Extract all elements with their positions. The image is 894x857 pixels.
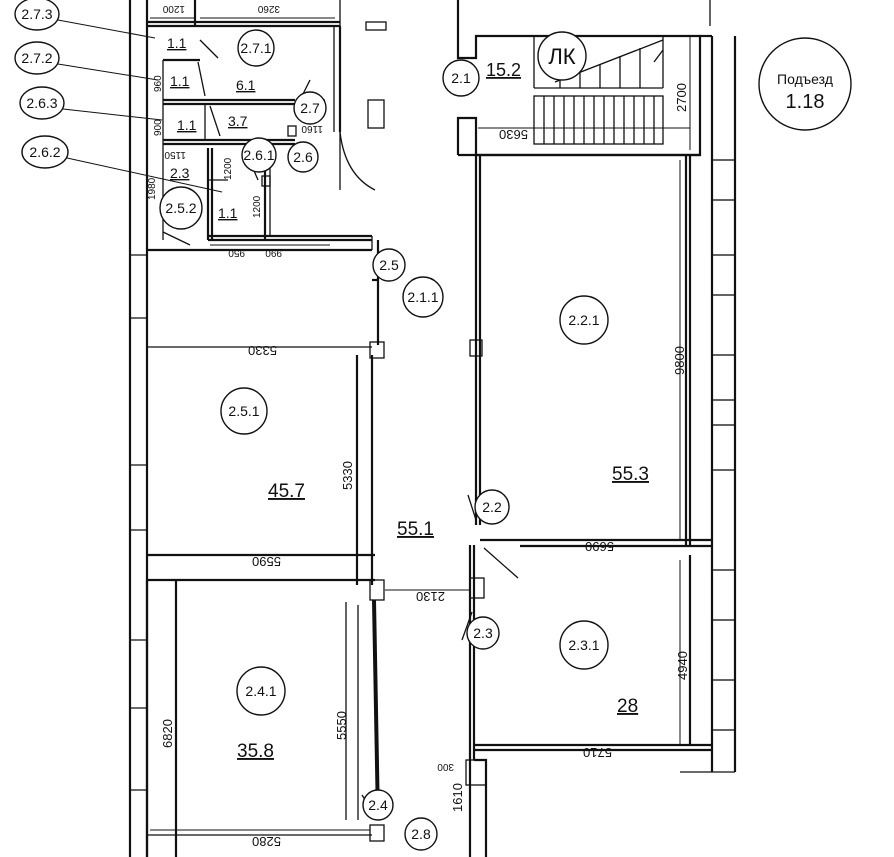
- room-2-4-1-marker: 2.4.1: [236, 666, 286, 716]
- dimension: 5710: [583, 745, 612, 760]
- room-2-6-1-marker: 2.6.1: [241, 137, 277, 173]
- dimension: 1150: [164, 149, 186, 160]
- room-area: 1.1: [167, 35, 187, 51]
- dimension: 5330: [340, 461, 355, 490]
- room-2-7-marker: 2.7: [293, 91, 327, 125]
- dimension: 1200: [162, 3, 185, 14]
- room-id: 2.7.2: [21, 50, 52, 66]
- room-area: 1.1: [218, 205, 238, 221]
- room-id: 2.1: [451, 70, 471, 86]
- room-2-7-2-marker: 2.7.2: [14, 41, 60, 75]
- room-area: 55.1: [397, 519, 434, 540]
- dimension: 950: [228, 247, 245, 258]
- room-2-5-2-marker: 2.5.2: [159, 186, 203, 230]
- dimension: 5590: [252, 554, 281, 569]
- room-id: 2.7.3: [21, 6, 52, 22]
- dimension: 300: [437, 761, 454, 772]
- room-id: 2.4.1: [245, 683, 276, 699]
- room-area: 35.8: [237, 741, 274, 762]
- dimension: 2130: [416, 589, 445, 604]
- dimension: 1200: [223, 157, 234, 180]
- room-area: 15.2: [486, 60, 521, 80]
- room-id: 2.5: [379, 257, 399, 273]
- room-area: 1.1: [177, 117, 197, 133]
- dimension: 5550: [334, 711, 349, 740]
- room-2-3-1-marker: 2.3.1: [559, 620, 609, 670]
- room-area: 3.7: [228, 113, 248, 129]
- room-2-3-marker: 2.3: [466, 616, 500, 650]
- walls: [128, 0, 737, 857]
- stair-label: ЛК: [548, 44, 575, 69]
- dimension: 9800: [672, 346, 687, 375]
- dimension: 1200: [252, 195, 263, 218]
- dimension: 5280: [252, 834, 281, 849]
- room-id: 2.6.2: [29, 144, 60, 160]
- room-id: 2.7: [300, 100, 320, 116]
- dimension-lines: [150, 17, 691, 831]
- room-id: 2.6.1: [243, 147, 274, 163]
- dimension: 5630: [499, 127, 528, 142]
- stair-lower: [533, 95, 664, 145]
- stair-marker: ЛК: [537, 31, 587, 81]
- room-area: 55.3: [612, 464, 649, 485]
- room-id: 2.6: [293, 149, 313, 165]
- dimension: 3260: [257, 3, 280, 14]
- entrance-label: Подъезд: [777, 71, 833, 87]
- room-2-1-1-marker: 2.1.1: [402, 276, 444, 318]
- room-id: 2.7.1: [240, 40, 271, 56]
- room-id: 2.4: [368, 797, 388, 813]
- room-id: 2.2.1: [568, 312, 599, 328]
- dimension-labels: 1200 3260 960 900 1160 1150 1200 1200 19…: [147, 3, 690, 849]
- entrance-number: 1.18: [786, 91, 825, 113]
- room-2-6-marker: 2.6: [287, 141, 319, 173]
- room-2-8-marker: 2.8: [404, 817, 438, 851]
- room-id: 2.8: [411, 826, 431, 842]
- room-area: 28: [617, 696, 638, 717]
- room-id: 2.6.3: [26, 95, 57, 111]
- room-area: 6.1: [236, 77, 256, 93]
- dimension: 1610: [450, 783, 465, 812]
- room-id: 2.1.1: [407, 289, 438, 305]
- stair-upper: [533, 36, 664, 89]
- room-area: 2.3: [170, 165, 190, 181]
- dimension: 5690: [585, 539, 614, 554]
- room-2-7-1-marker: 2.7.1: [237, 29, 275, 67]
- dimension: 5330: [248, 343, 277, 358]
- dimension: 2700: [674, 83, 689, 112]
- dimension: 960: [153, 75, 164, 92]
- entrance-badge: Подъезд 1.18: [758, 37, 852, 131]
- room-2-2-1-marker: 2.2.1: [559, 295, 609, 345]
- room-id: 2.3.1: [568, 637, 599, 653]
- room-2-2-marker: 2.2: [474, 489, 510, 525]
- room-id: 2.5.1: [228, 403, 259, 419]
- room-2-5-marker: 2.5: [372, 248, 406, 282]
- room-area: 1.1: [170, 73, 190, 89]
- room-2-5-1-marker: 2.5.1: [220, 387, 268, 435]
- dimension: 1160: [301, 123, 323, 134]
- dimension: 900: [153, 119, 164, 136]
- room-2-6-2-marker: 2.6.2: [21, 135, 69, 169]
- room-2-6-3-marker: 2.6.3: [19, 86, 65, 120]
- room-id: 2.5.2: [165, 200, 196, 216]
- dimension: 990: [265, 247, 282, 258]
- room-id: 2.3: [473, 625, 493, 641]
- dimension: 1980: [147, 177, 158, 200]
- room-2-4-marker: 2.4: [362, 789, 394, 821]
- room-2-1-marker: 2.1: [442, 59, 480, 97]
- room-area: 45.7: [268, 481, 305, 502]
- room-2-7-3-marker: 2.7.3: [14, 0, 60, 31]
- dimension: 6820: [160, 719, 175, 748]
- room-id: 2.2: [482, 499, 502, 515]
- dimension: 4940: [675, 651, 690, 680]
